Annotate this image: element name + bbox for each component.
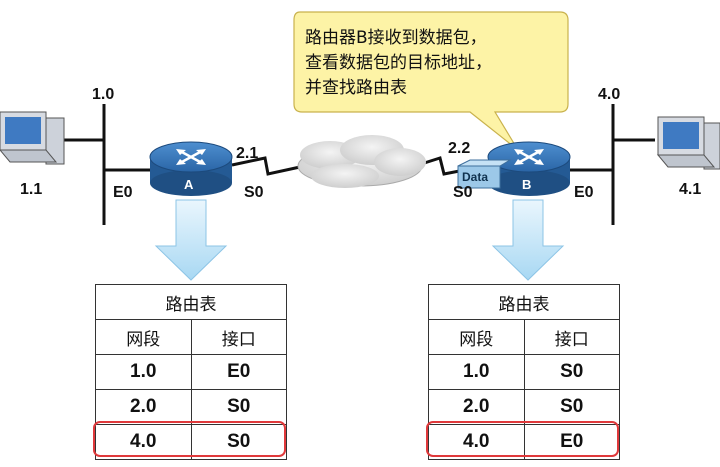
wan-cloud (297, 135, 426, 188)
data-packet-icon (457, 159, 512, 189)
table-b-cell: S0 (523, 389, 620, 425)
arrow-to-table-a (154, 199, 228, 281)
left-network-label: 1.0 (92, 86, 115, 103)
router-b-name: B (522, 177, 532, 192)
callout-bubble (293, 11, 569, 151)
right-computer-icon (656, 116, 720, 170)
table-a-cell: 2.0 (95, 389, 192, 425)
packet-label: Data (462, 170, 489, 184)
table-a-header-segment: 网段 (95, 319, 192, 355)
router-a-icon (149, 141, 233, 196)
table-a-cell: 1.0 (95, 354, 192, 390)
router-b-s0-label: S0 (453, 184, 473, 201)
table-b-header-interface: 接口 (523, 319, 620, 355)
right-network-label: 4.0 (598, 86, 621, 103)
table-a-cell: S0 (190, 389, 287, 425)
router-a-s0-label: S0 (244, 184, 264, 201)
table-a-cell: 4.0 (95, 424, 192, 460)
router-b-e0-label: E0 (574, 184, 594, 201)
router-a-e0-label: E0 (113, 184, 133, 201)
routing-table-b: 路由表 网段 接口 1.0 S0 2.0 S0 4.0 E0 (428, 284, 620, 460)
table-a-cell: S0 (190, 424, 287, 460)
table-row: 4.0 E0 (428, 424, 620, 460)
table-b-title: 路由表 (428, 284, 620, 320)
table-row: 2.0 S0 (428, 389, 620, 425)
left-host-label: 1.1 (20, 181, 43, 198)
table-b-cell: S0 (523, 354, 620, 390)
router-b-serial-address: 2.2 (448, 140, 471, 157)
table-b-cell: 2.0 (428, 389, 525, 425)
table-row: 1.0 S0 (428, 354, 620, 390)
table-row: 2.0 S0 (95, 389, 287, 425)
callout-text: 路由器B接收到数据包， 查看数据包的目标地址， 并查找路由表 (305, 28, 492, 98)
router-a-serial-address: 2.1 (236, 145, 259, 162)
table-a-highlight (93, 421, 286, 457)
serial-link-a (231, 156, 301, 176)
table-a-cell: E0 (190, 354, 287, 390)
table-row: 1.0 E0 (95, 354, 287, 390)
right-host-label: 4.1 (679, 181, 702, 198)
table-row: 4.0 S0 (95, 424, 287, 460)
table-a-header-interface: 接口 (190, 319, 287, 355)
table-b-highlight (426, 421, 619, 457)
table-b-cell: 4.0 (428, 424, 525, 460)
router-a-name: A (184, 177, 194, 192)
routing-table-a: 路由表 网段 接口 1.0 E0 2.0 S0 4.0 S0 (95, 284, 287, 460)
left-computer-icon (0, 111, 65, 165)
table-b-header-segment: 网段 (428, 319, 525, 355)
arrow-to-table-b (491, 199, 565, 281)
table-a-title: 路由表 (95, 284, 287, 320)
table-b-cell: 1.0 (428, 354, 525, 390)
table-b-cell: E0 (523, 424, 620, 460)
